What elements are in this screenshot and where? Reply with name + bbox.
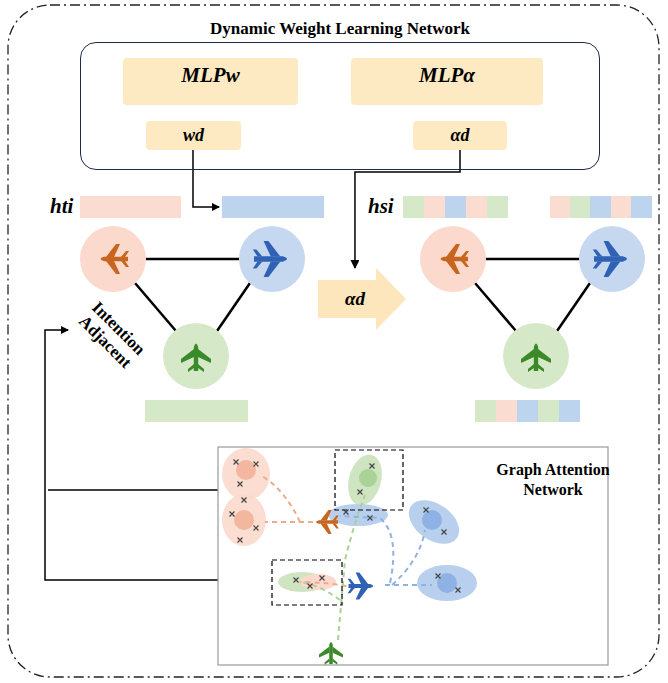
feature-label: hti bbox=[50, 194, 73, 219]
node-label: αd bbox=[345, 288, 365, 310]
connector bbox=[355, 150, 460, 268]
alpha-arrow: αd bbox=[318, 268, 406, 330]
right-graph bbox=[403, 196, 652, 422]
trajectory-picture bbox=[218, 447, 608, 665]
mlp-box: MLPα bbox=[351, 58, 543, 105]
node-label: αd bbox=[451, 125, 470, 146]
module-label: Graph Attention Network bbox=[488, 460, 618, 500]
left-graph bbox=[80, 150, 324, 422]
outer-frame bbox=[8, 5, 659, 677]
node-label: MLPw bbox=[181, 63, 239, 88]
weight-box: αd bbox=[413, 121, 507, 150]
adjacency-label: Intention Adjacent bbox=[56, 279, 168, 391]
weight-box: wd bbox=[146, 121, 241, 150]
panel-title: Dynamic Weight Learning Network bbox=[80, 15, 600, 42]
mlp-box: MLPw bbox=[123, 58, 298, 105]
node-label: wd bbox=[183, 125, 204, 146]
feature-label: hsi bbox=[368, 194, 394, 219]
network-panel: Dynamic Weight Learning NetworkMLPw wd MLP… bbox=[80, 15, 600, 170]
node-label: MLPα bbox=[419, 63, 475, 88]
